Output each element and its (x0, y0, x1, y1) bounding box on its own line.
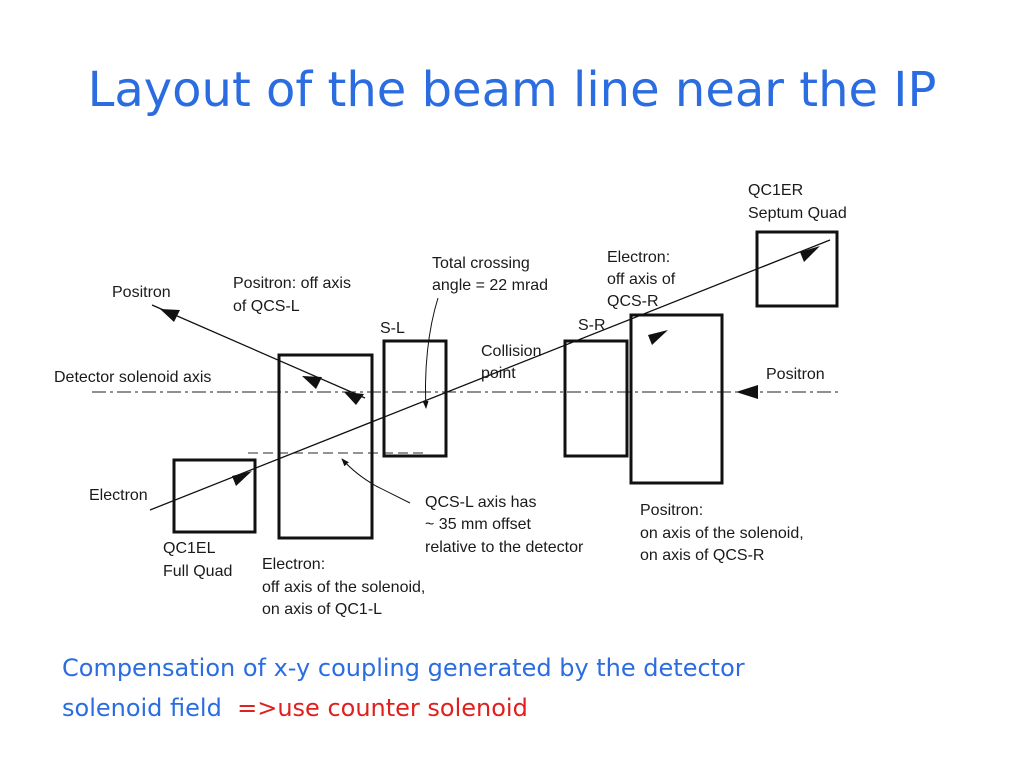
electron-arrow-1 (232, 471, 252, 486)
electron-arrow-3 (800, 246, 820, 262)
qcs-r-box (629, 313, 724, 485)
electron-arrow-2 (648, 330, 668, 345)
label-positron-off-axis-1: Positron: off axis (233, 275, 351, 292)
footer-line-2-text: solenoid field (62, 694, 222, 722)
positron-arrow-3 (344, 392, 364, 405)
label-positron-on-axis-2: on axis of the solenoid, (640, 525, 804, 542)
label-total-crossing-2: angle = 22 mrad (432, 277, 548, 294)
label-qc1el-1: QC1EL (163, 540, 216, 557)
positron-arrow-1 (160, 309, 180, 322)
slide-title: Layout of the beam line near the IP (87, 62, 937, 118)
footer-line-2: solenoid field =>use counter solenoid (62, 688, 962, 728)
label-qc1er-2: Septum Quad (748, 205, 847, 222)
qcs-l-box (277, 353, 374, 540)
electron-beam (149, 239, 831, 511)
label-positron-left: Positron (112, 284, 171, 301)
label-qc1er-1: QC1ER (748, 182, 803, 199)
label-s-l: S-L (380, 320, 405, 337)
label-qc1el-2: Full Quad (163, 563, 232, 580)
label-electron-off-axis-3: QCS-R (607, 293, 659, 310)
label-total-crossing-1: Total crossing (432, 255, 530, 272)
positron-arrow-right (736, 385, 758, 399)
label-electron-bottom-1: Electron: (262, 556, 325, 573)
s-r-box (563, 339, 629, 458)
qc1er-box (755, 230, 839, 308)
footer-line-1: Compensation of x-y coupling generated b… (62, 654, 745, 682)
offset-pointer (341, 458, 411, 504)
label-positron-on-axis-1: Positron: (640, 502, 703, 519)
qc1el-box (172, 458, 257, 534)
label-electron-bottom-2: off axis of the solenoid, (262, 579, 425, 596)
label-detector-axis: Detector solenoid axis (54, 369, 211, 386)
label-collision-1: Collision (481, 343, 541, 360)
label-electron-bottom-3: on axis of QC1-L (262, 601, 382, 618)
label-positron-right: Positron (766, 366, 825, 383)
positron-arrow-2 (302, 376, 322, 389)
positron-beam-left (151, 304, 366, 399)
crossing-angle-pointer (422, 297, 439, 409)
label-qcs-offset-3: relative to the detector (425, 539, 584, 556)
label-electron-off-axis-2: off axis of (607, 271, 676, 288)
label-electron-left: Electron (89, 487, 148, 504)
label-electron-off-axis-1: Electron: (607, 249, 670, 266)
footer-accent-text: =>use counter solenoid (237, 694, 528, 722)
label-positron-on-axis-3: on axis of QCS-R (640, 547, 764, 564)
s-l-box (382, 339, 448, 458)
label-collision-2: point (481, 365, 516, 382)
label-positron-off-axis-2: of QCS-L (233, 298, 300, 315)
label-s-r: S-R (578, 317, 606, 334)
label-qcs-offset-2: ~ 35 mm offset (425, 516, 532, 533)
footer-note: Compensation of x-y coupling generated b… (62, 648, 962, 728)
label-qcs-offset-1: QCS-L axis has (425, 494, 536, 511)
